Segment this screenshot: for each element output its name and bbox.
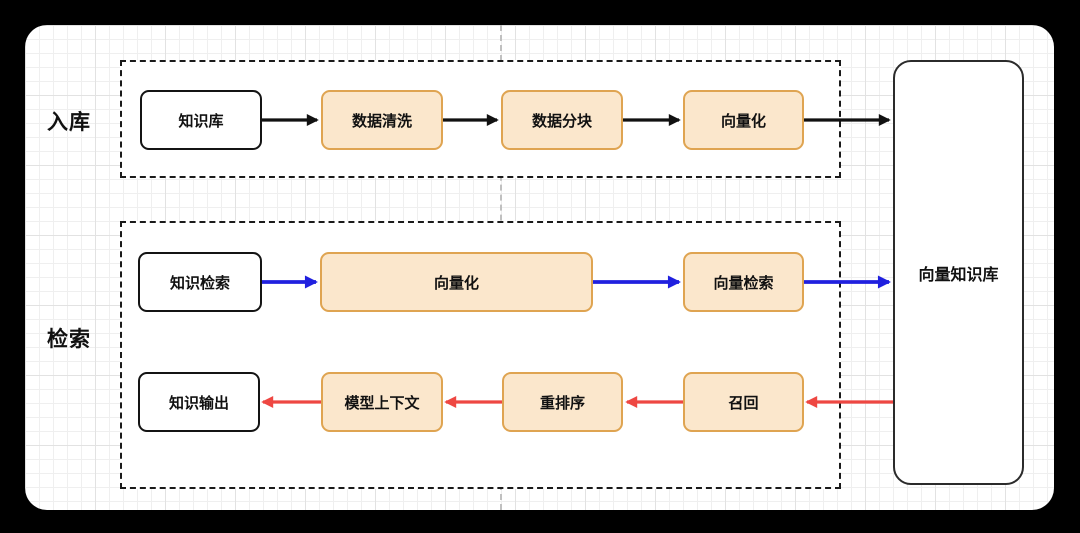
node-vector-knowledge-base: 向量知识库 [893,60,1024,485]
ingest-section-label: 入库 [47,111,91,134]
node-vectorize-ingest: 向量化 [683,90,804,150]
retrieval-section-label: 检索 [47,328,91,351]
node-vectorize-query: 向量化 [320,252,593,312]
node-knowledge-search: 知识检索 [138,252,262,312]
node-vector-search: 向量检索 [683,252,804,312]
node-knowledge-base: 知识库 [140,90,262,150]
node-recall: 召回 [683,372,804,432]
node-model-context: 模型上下文 [321,372,443,432]
node-rerank: 重排序 [502,372,623,432]
node-data-cleaning: 数据清洗 [321,90,443,150]
diagram-canvas: 入库 检索 知识库 数据清洗 数据分块 向量化 知识检索 向量化 向量检索 知识… [25,25,1054,510]
node-knowledge-output: 知识输出 [138,372,260,432]
node-data-chunking: 数据分块 [501,90,623,150]
